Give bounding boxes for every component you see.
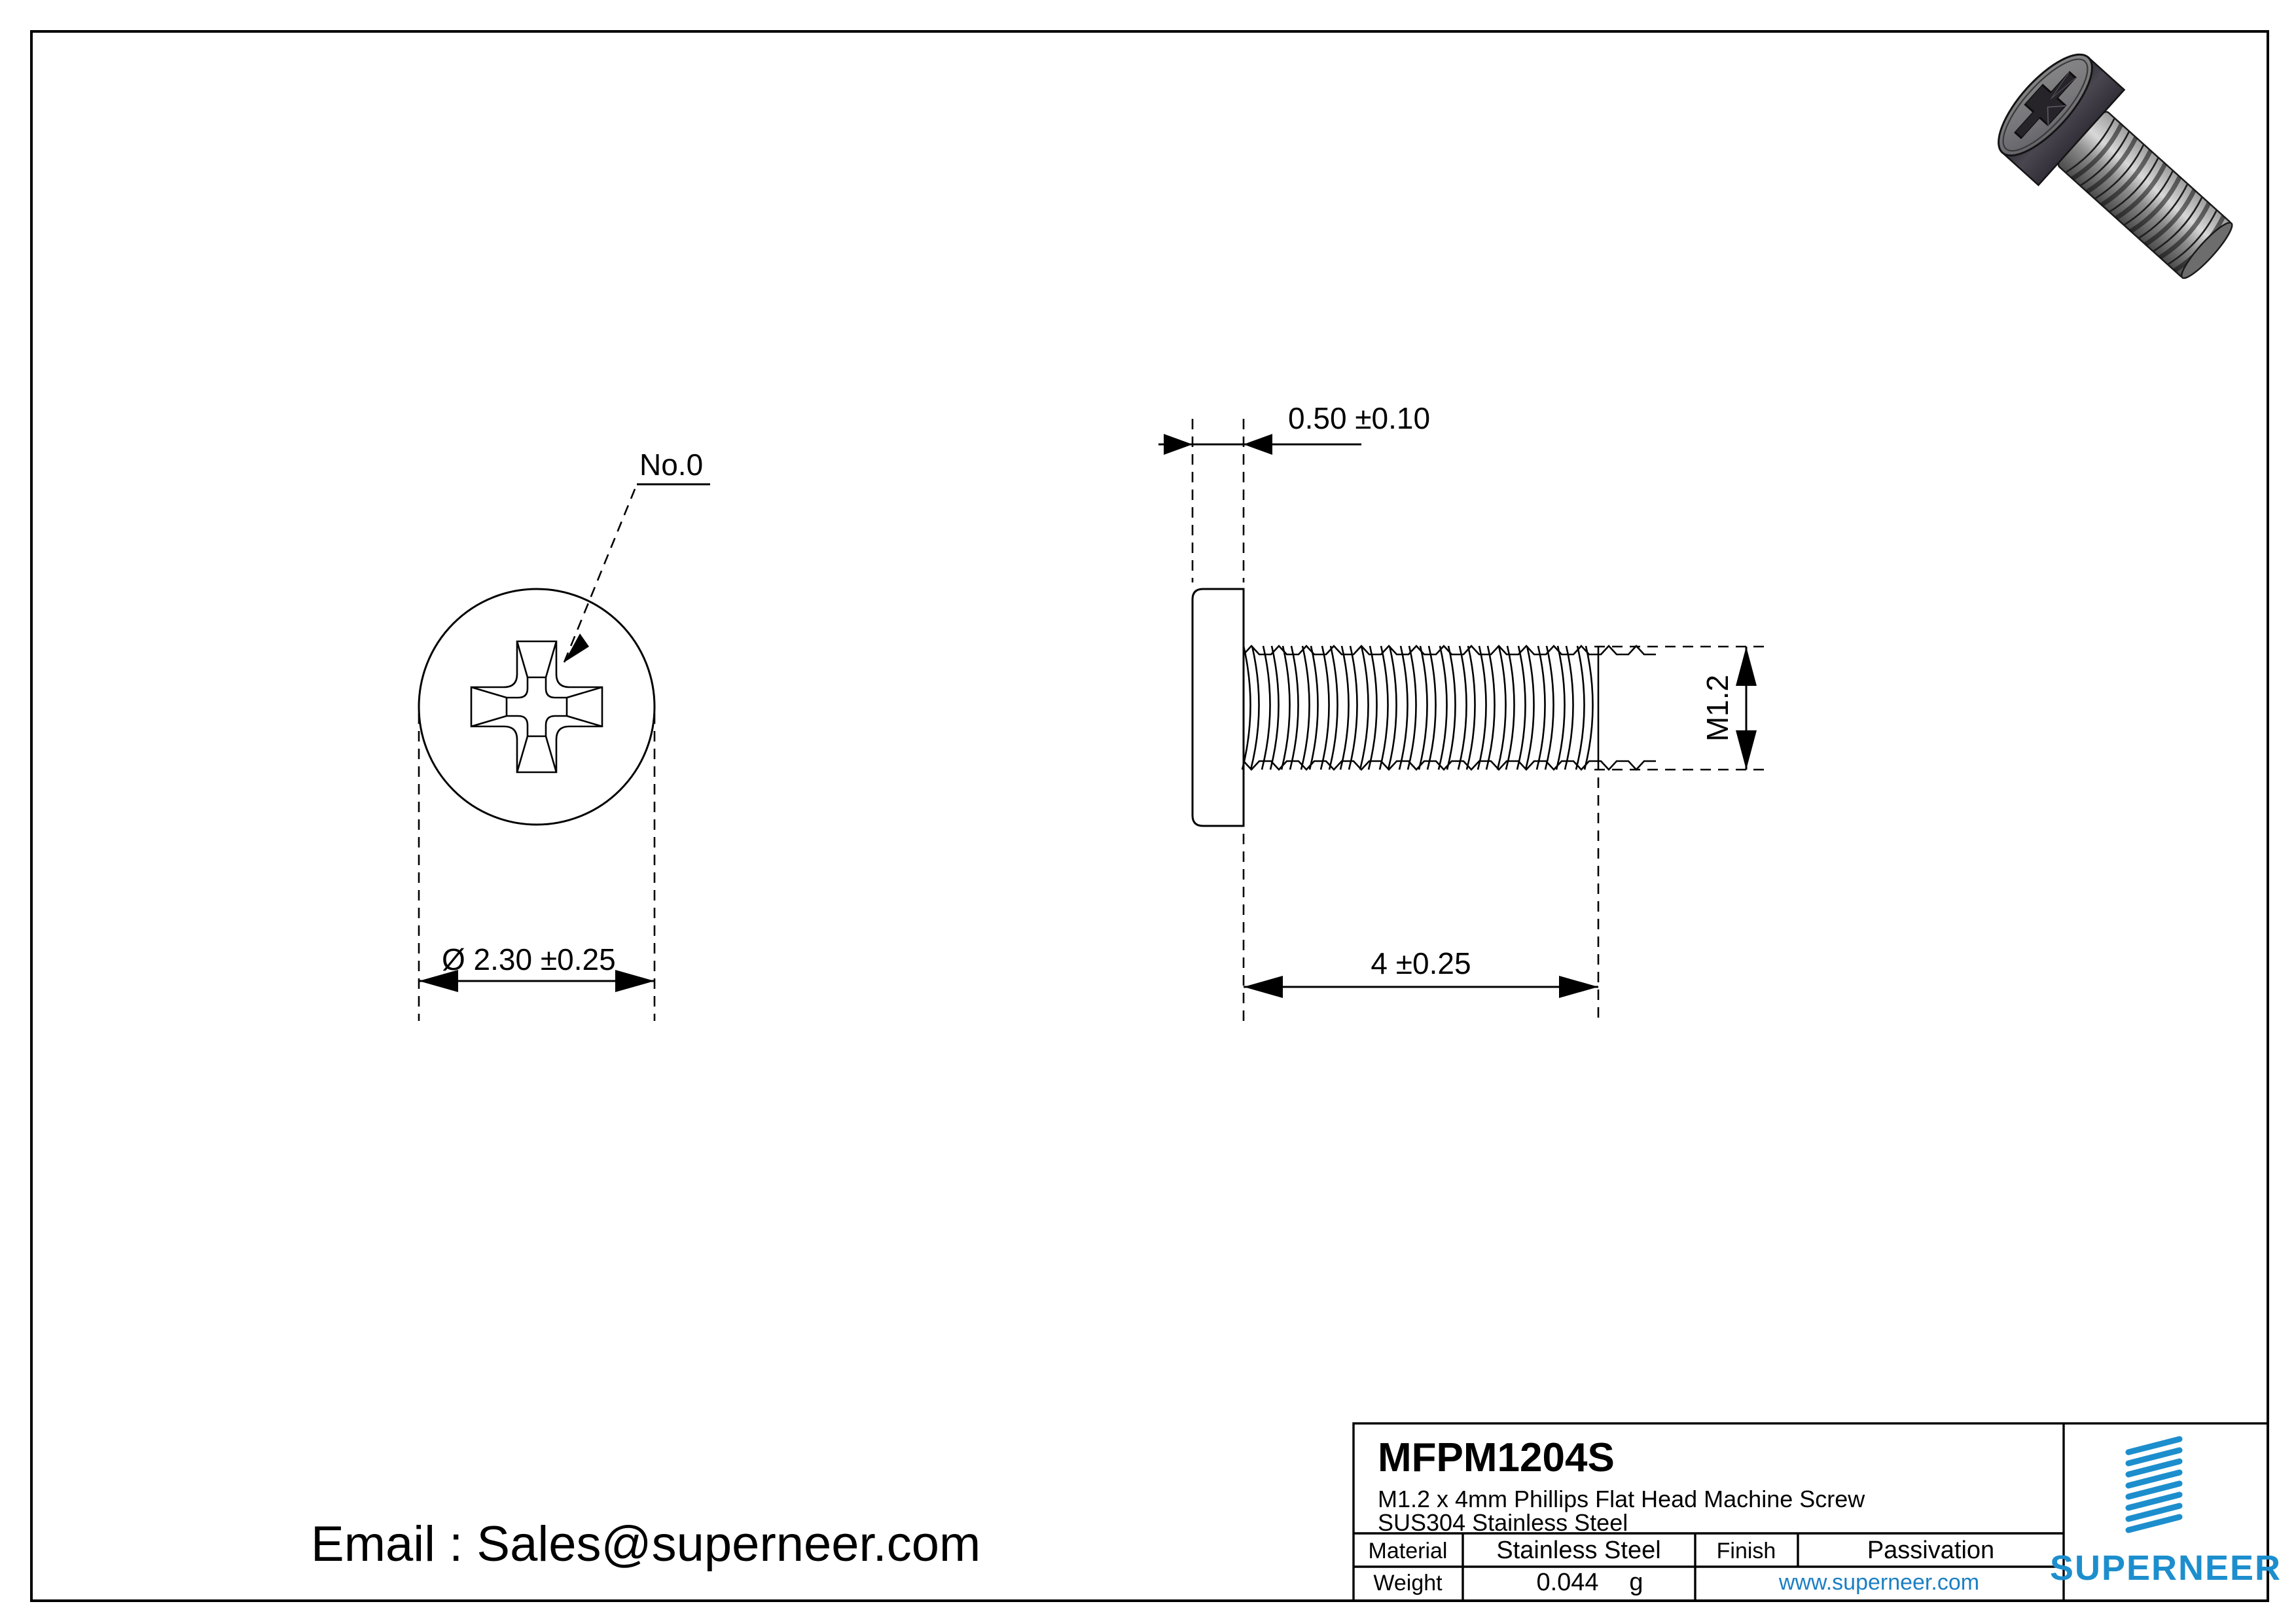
material-value: Stainless Steel xyxy=(1496,1537,1660,1564)
drive-callout-label: No.0 xyxy=(639,448,703,482)
screw-head-profile xyxy=(1191,588,1245,827)
finish-label: Finish xyxy=(1717,1539,1776,1563)
length-dimension-text: 4 ±0.25 xyxy=(1371,946,1471,980)
weight-label: Weight xyxy=(1373,1571,1443,1596)
weight-value: 0.044 xyxy=(1536,1569,1598,1596)
side-profile-view: 0.50 ±0.10 M1.2 4 ±0.25 xyxy=(1158,401,1767,1021)
part-number-text: MFPM1204S xyxy=(1378,1435,1615,1480)
description-line-1: M1.2 x 4mm Phillips Flat Head Machine Sc… xyxy=(1378,1486,1865,1512)
description-line-2: SUS304 Stainless Steel xyxy=(1378,1509,1628,1536)
email-contact-text: Email : Sales@superneer.com xyxy=(311,1516,980,1572)
drive-callout-leader xyxy=(563,483,710,663)
material-label: Material xyxy=(1369,1539,1448,1563)
diameter-dimension-text: Ø 2.30 ±0.25 xyxy=(442,942,616,976)
finish-value: Passivation xyxy=(1867,1537,1994,1564)
logo-wordmark: SUPERNEER xyxy=(2050,1548,2282,1588)
head-thickness-dimension-text: 0.50 ±0.10 xyxy=(1288,401,1430,435)
isometric-screw-render xyxy=(1998,53,2233,279)
weight-unit: g xyxy=(1629,1569,1643,1596)
thread-diameter-dimension-text: M1.2 xyxy=(1700,675,1734,741)
head-end-view: No.0 Ø 2.30 ±0.25 xyxy=(418,448,710,1021)
website-link[interactable]: www.superneer.com xyxy=(1778,1570,1979,1595)
superneer-logo: SUPERNEER xyxy=(2050,1436,2282,1588)
sheet-border xyxy=(30,30,2269,1602)
logo-bars-icon xyxy=(2125,1436,2183,1533)
head-outline-circle xyxy=(418,588,656,826)
title-block: MFPM1204S M1.2 x 4mm Phillips Flat Head … xyxy=(1352,1422,2282,1602)
thread-profile xyxy=(1241,645,1656,771)
phillips-recess-icon xyxy=(470,640,603,774)
